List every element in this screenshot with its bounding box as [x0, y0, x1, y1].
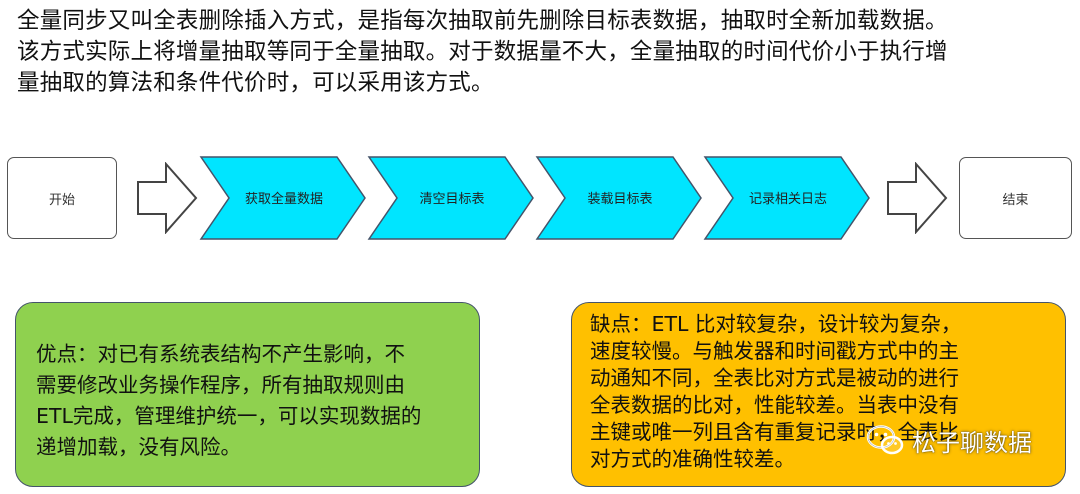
chevron-step-1-label: 获取全量数据 [244, 191, 323, 207]
advantages-line-4: 递增加载，没有风险。 [36, 435, 241, 459]
disadvantages-line-5: 主键或唯一列且含有重复记录时，全表比 [590, 420, 959, 444]
process-flow: 开始 获取全量数据 清空目标表 装载目标表 记录相关日志 结束 [7, 156, 1072, 240]
flow-start-label: 开始 [48, 192, 75, 208]
chevron-step-2 [367, 156, 534, 240]
disadvantages-line-3: 动通知不同，全表比对方式是被动的进行 [590, 366, 959, 390]
flow-end-label: 结束 [1002, 192, 1029, 208]
block-arrow-icon [137, 162, 198, 234]
chevron-step-4-label: 记录相关日志 [748, 191, 827, 207]
advantages-line-2: 需要修改业务操作程序，所有抽取规则由 [36, 373, 405, 397]
advantages-line-1: 优点：对已有系统表结构不产生影响，不 [36, 342, 405, 366]
disadvantages-line-4: 全表数据的比对，性能较差。当表中没有 [590, 393, 959, 417]
intro-line-3: 量抽取的算法和条件代价时，可以采用该方式。 [17, 70, 494, 96]
watermark: 松子聊数据 [866, 422, 1032, 458]
disadvantages-line-2: 速度较慢。与触发器和时间戳方式中的主 [590, 339, 959, 363]
intro-line-2: 该方式实际上将增量抽取等同于全量抽取。对于数据量不大，全量抽取的时间代价小于执行… [17, 39, 948, 65]
wechat-icon [866, 425, 904, 455]
disadvantages-line-6: 对方式的准确性较差。 [590, 447, 795, 471]
chevron-step-1 [199, 156, 366, 240]
chevron-step-3 [535, 156, 702, 240]
block-arrow-icon [887, 162, 948, 234]
disadvantages-box: 缺点：ETL 比对较复杂，设计较为复杂， 速度较慢。与触发器和时间戳方式中的主 … [571, 302, 1066, 487]
chevron-step-4 [703, 156, 870, 240]
disadvantages-line-1: 缺点：ETL 比对较复杂，设计较为复杂， [590, 312, 962, 336]
watermark-text: 松子聊数据 [912, 428, 1032, 457]
flow-start-box: 开始 [7, 157, 117, 239]
advantages-box: 优点：对已有系统表结构不产生影响，不 需要修改业务操作程序，所有抽取规则由 ET… [15, 302, 480, 487]
advantages-line-3: ETL完成，管理维护统一，可以实现数据的 [36, 404, 422, 428]
chevron-step-3-label: 装载目标表 [587, 191, 653, 207]
flow-end-box: 结束 [959, 157, 1072, 239]
intro-line-1: 全量同步又叫全表删除插入方式，是指每次抽取前先删除目标表数据，抽取时全新加载数据… [17, 8, 948, 34]
chevron-step-2-label: 清空目标表 [419, 191, 485, 207]
intro-text: 全量同步又叫全表删除插入方式，是指每次抽取前先删除目标表数据，抽取时全新加载数据… [17, 6, 1067, 99]
